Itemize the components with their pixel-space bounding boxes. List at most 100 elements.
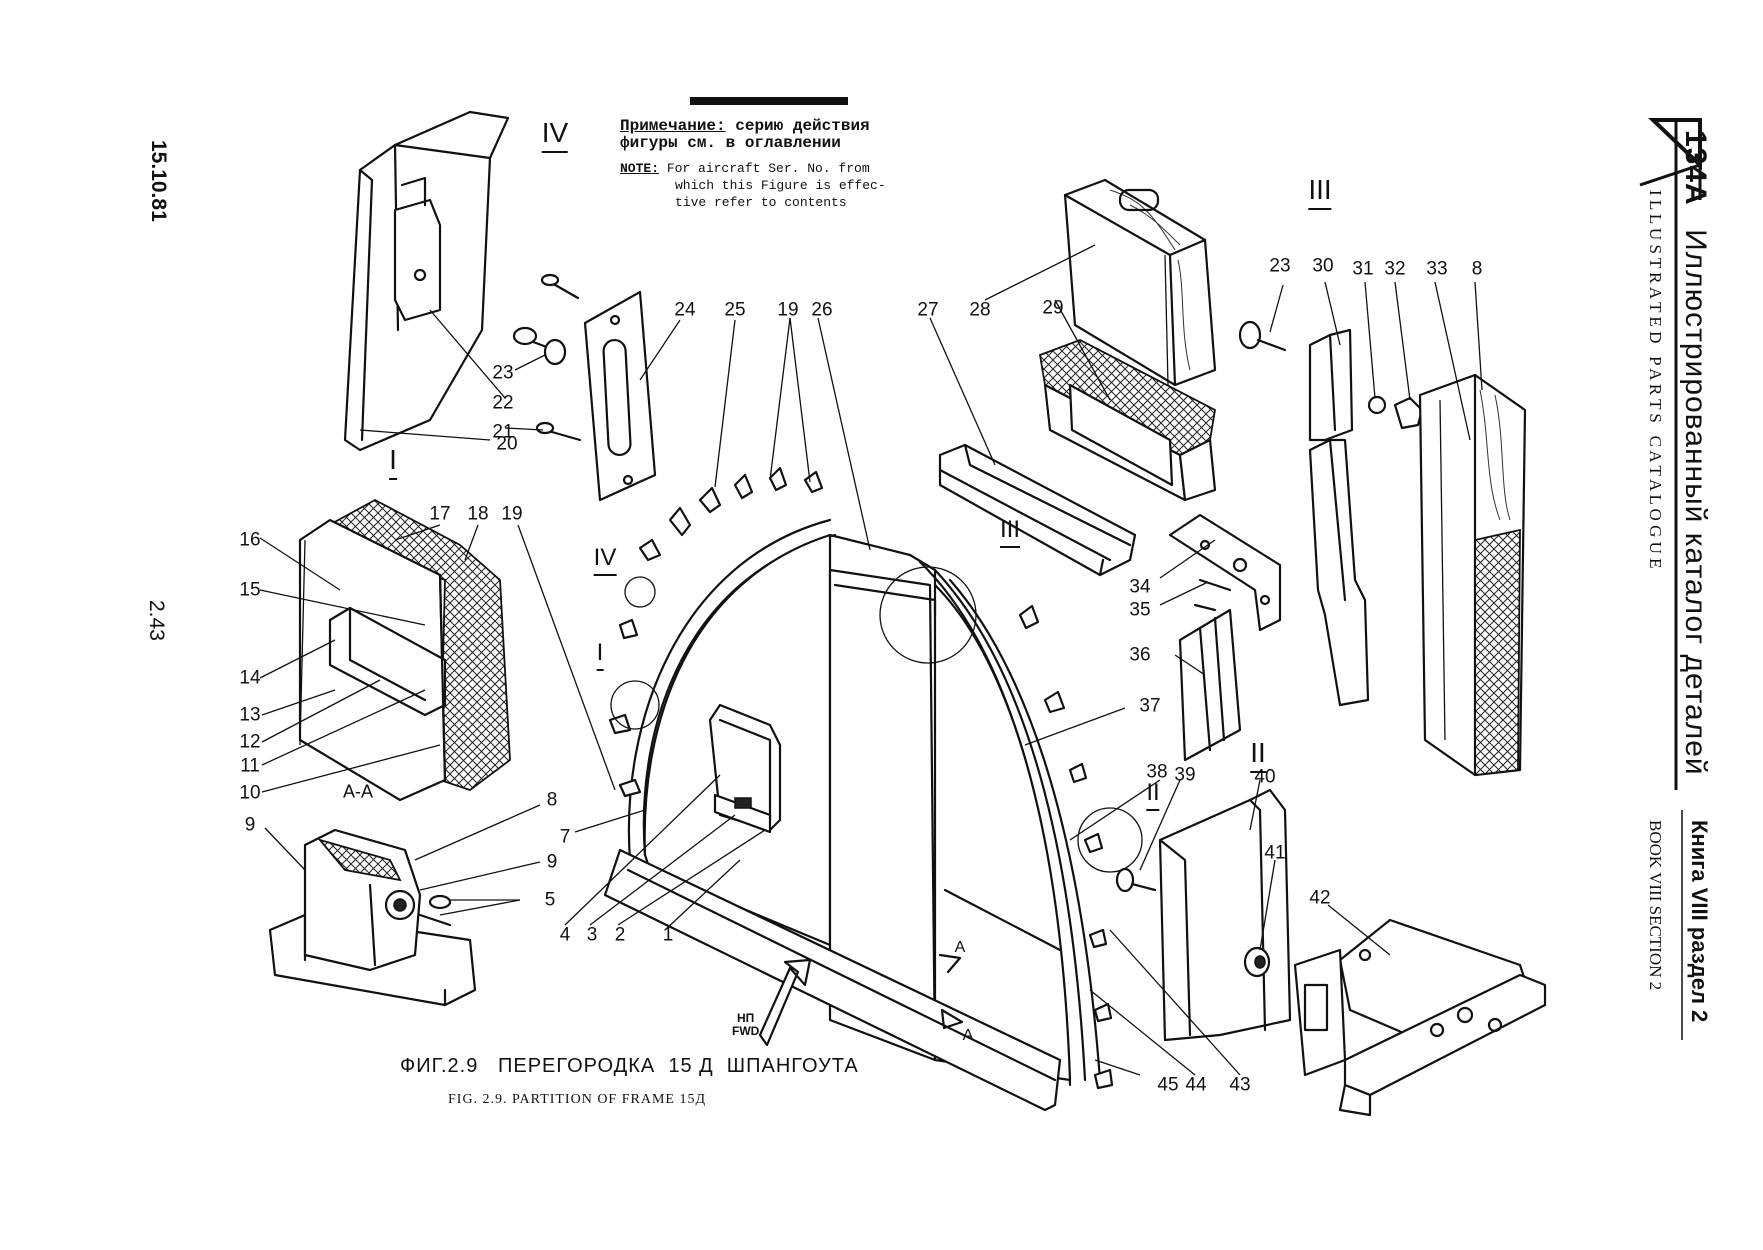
revision-date: 15.10.81 (147, 140, 170, 222)
part-bracket-42 (1293, 918, 1547, 1117)
note-en-line3: tive refer to contents (675, 195, 847, 210)
callout-32: 32 (1384, 258, 1406, 280)
view-label-ii-right: II (1250, 737, 1266, 773)
callout-15: 15 (239, 579, 261, 601)
note-en-label: NOTE: (620, 161, 660, 176)
callout-4: 4 (559, 924, 571, 946)
callout-33: 33 (1426, 258, 1448, 280)
fwd-label: НП FWD (732, 1012, 759, 1038)
part-nut-32 (1393, 396, 1424, 430)
part-fitting-assembly-9 (268, 828, 477, 1007)
callout-27: 27 (917, 299, 939, 321)
part-plate-24 (583, 290, 657, 502)
part-panel-28 (1063, 178, 1217, 387)
callout-9-right: 9 (546, 851, 558, 873)
part-panel-section-aa (298, 498, 511, 802)
part-strip-30 (1308, 328, 1370, 707)
note-en-line1: For aircraft Ser. No. from (666, 161, 870, 176)
model-number: 134А (1679, 130, 1712, 206)
callout-3: 3 (586, 924, 598, 946)
callout-36: 36 (1129, 644, 1151, 666)
part-channel-27 (938, 443, 1137, 577)
catalog-title-ru: Иллюстрированный каталог деталей (1679, 229, 1712, 776)
callout-10: 10 (239, 782, 261, 804)
callout-19-left: 19 (501, 503, 523, 525)
note-ru-line2: фигуры см. в оглавлении (620, 134, 841, 152)
callout-45: 45 (1157, 1074, 1179, 1096)
callout-31: 31 (1352, 258, 1374, 280)
detail-circle-i (610, 680, 660, 730)
note-heading-bar (690, 97, 848, 105)
catalog-title-en: I L L U S T R A T E D P A R T S C A T A … (1646, 190, 1665, 569)
part-fitting-41 (1243, 946, 1271, 978)
callout-9-left: 9 (244, 814, 256, 836)
note-en-line2: which this Figure is effec- (675, 178, 886, 193)
fwd-label-en: FWD (732, 1024, 760, 1038)
part-screw-23-right (1238, 320, 1287, 352)
view-label-section-aa: А-А (342, 781, 374, 802)
callout-19-top: 19 (777, 299, 799, 321)
callout-41: 41 (1264, 842, 1286, 864)
view-label-iv-frame: IV (593, 544, 617, 576)
callout-22: 22 (492, 392, 514, 414)
part-screws-21-23 (512, 273, 582, 442)
section-mark-a-top-label: А (954, 939, 966, 956)
view-label-i-top: I (389, 444, 397, 480)
figure-caption-ru: ФИГ.2.9 ПЕРЕГОРОДКА 15 Д ШПАНГОУТА (400, 1055, 859, 1077)
callout-28: 28 (969, 299, 991, 321)
part-strip-38 (943, 888, 1062, 952)
section-mark-a-top (938, 953, 962, 974)
callout-8-right: 8 (1471, 258, 1483, 280)
callout-40: 40 (1254, 766, 1276, 788)
callout-8-left: 8 (546, 789, 558, 811)
header-model-title: 134А Иллюстрированный каталог деталей (1678, 130, 1712, 776)
view-label-i-frame: I (596, 639, 604, 671)
callout-13: 13 (239, 704, 261, 726)
callout-39: 39 (1174, 764, 1196, 786)
view-label-ii-frame: II (1146, 779, 1160, 811)
callout-23-right: 23 (1269, 255, 1291, 277)
note-ru-line1: серию действия (735, 117, 870, 135)
part-channel-bracket-20 (343, 110, 510, 452)
callout-21: 21 (492, 421, 514, 443)
part-washer-31 (1367, 395, 1387, 415)
fwd-arrow (758, 958, 812, 1047)
detail-circle-iii (879, 566, 977, 664)
part-bracket-34 (1168, 513, 1282, 632)
part-channel-36 (1178, 608, 1242, 762)
callout-2: 2 (614, 924, 626, 946)
part-panel-33 (1418, 373, 1527, 777)
callout-38: 38 (1146, 761, 1168, 783)
callout-16: 16 (239, 529, 261, 551)
callout-35: 35 (1129, 599, 1151, 621)
figure-caption-en: FIG. 2.9. PARTITION OF FRAME 15Д (448, 1092, 706, 1107)
callout-1: 1 (662, 924, 674, 946)
part-frame-loop-4 (708, 703, 782, 834)
book-section-en: BOOK VIII SECTION 2 (1646, 820, 1665, 991)
part-floor-channel (603, 848, 1062, 1112)
callout-30: 30 (1312, 255, 1334, 277)
callout-7: 7 (559, 826, 571, 848)
leader-lines (259, 244, 1483, 1076)
callout-29: 29 (1042, 297, 1064, 319)
part-channel-40 (1115, 788, 1292, 1042)
book-section-ru: Книга VIII раздел 2 (1687, 820, 1712, 1023)
callout-37: 37 (1139, 695, 1161, 717)
part-panel-29 (1038, 339, 1217, 502)
note-en: NOTE: For aircraft Ser. No. from which t… (620, 160, 886, 211)
callout-5: 5 (544, 889, 556, 911)
page-number: 2.43 (145, 600, 168, 641)
note-ru-label: Примечание: (620, 117, 726, 135)
callout-26: 26 (811, 299, 833, 321)
callout-23-left: 23 (492, 362, 514, 384)
callout-11: 11 (240, 755, 260, 777)
detail-circle-iv (624, 576, 656, 608)
section-mark-a-bottom (940, 1008, 964, 1030)
callout-34: 34 (1129, 576, 1151, 598)
callout-18: 18 (467, 503, 489, 525)
callout-42: 42 (1309, 887, 1331, 909)
callout-20: 20 (496, 433, 518, 455)
callout-24: 24 (674, 299, 696, 321)
detail-circle-ii (1077, 807, 1143, 873)
